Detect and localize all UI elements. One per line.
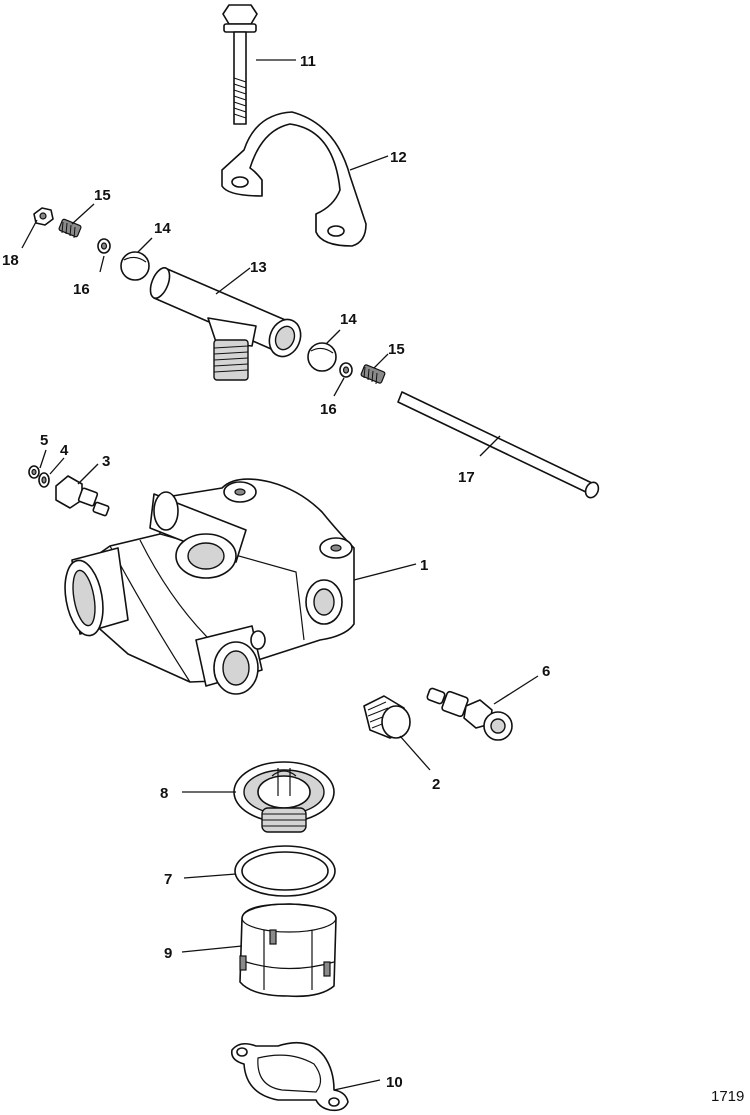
part-16-washer-left (97, 238, 111, 254)
callout-16-left: 16 (73, 281, 90, 298)
callout-9: 9 (164, 945, 172, 962)
callout-18: 18 (2, 252, 19, 269)
callout-labels: 11 12 15 18 16 14 13 14 15 16 17 5 4 3 1… (2, 53, 744, 1105)
part-15-screw-left (58, 218, 82, 239)
callout-6: 6 (542, 663, 550, 680)
part-17-rod (397, 391, 600, 499)
figure-number: 1719 (711, 1088, 744, 1105)
part-2-pipe-plug (363, 695, 411, 739)
part-10-gasket (230, 1041, 349, 1112)
part-15-screw-right (360, 364, 386, 385)
callout-14-left: 14 (154, 220, 171, 237)
callout-3: 3 (102, 453, 110, 470)
callout-5: 5 (40, 432, 48, 449)
part-8-thermostat (233, 761, 335, 833)
callout-7: 7 (164, 871, 172, 888)
callout-13: 13 (250, 259, 267, 276)
part-14-ball-left (120, 251, 150, 281)
part-12-bracket (221, 111, 367, 247)
leader-lines (21, 59, 539, 1091)
callout-4: 4 (60, 442, 69, 459)
part-5-nut (28, 465, 40, 479)
part-18-nut (33, 207, 54, 226)
callout-2: 2 (432, 776, 440, 793)
part-16-washer-right (339, 362, 353, 378)
callout-16-right: 16 (320, 401, 337, 418)
part-7-o-ring (234, 845, 336, 897)
callout-15-left: 15 (94, 187, 111, 204)
callout-12: 12 (390, 149, 407, 166)
callout-10: 10 (386, 1074, 403, 1091)
callout-8: 8 (160, 785, 168, 802)
callout-11: 11 (300, 53, 316, 70)
part-3-temperature-sender (55, 475, 110, 517)
callout-1: 1 (420, 557, 428, 574)
part-11-bolt (222, 4, 258, 125)
callout-17: 17 (458, 469, 475, 486)
part-9-sleeve (239, 903, 337, 998)
part-14-ball-right (307, 342, 337, 372)
callout-15-right: 15 (388, 341, 405, 358)
part-4-washer (38, 472, 50, 488)
part-6-sensor (426, 687, 513, 741)
callout-14-right: 14 (340, 311, 357, 328)
part-13-tee-fitting (149, 267, 302, 381)
part-1-thermostat-housing (64, 478, 355, 695)
